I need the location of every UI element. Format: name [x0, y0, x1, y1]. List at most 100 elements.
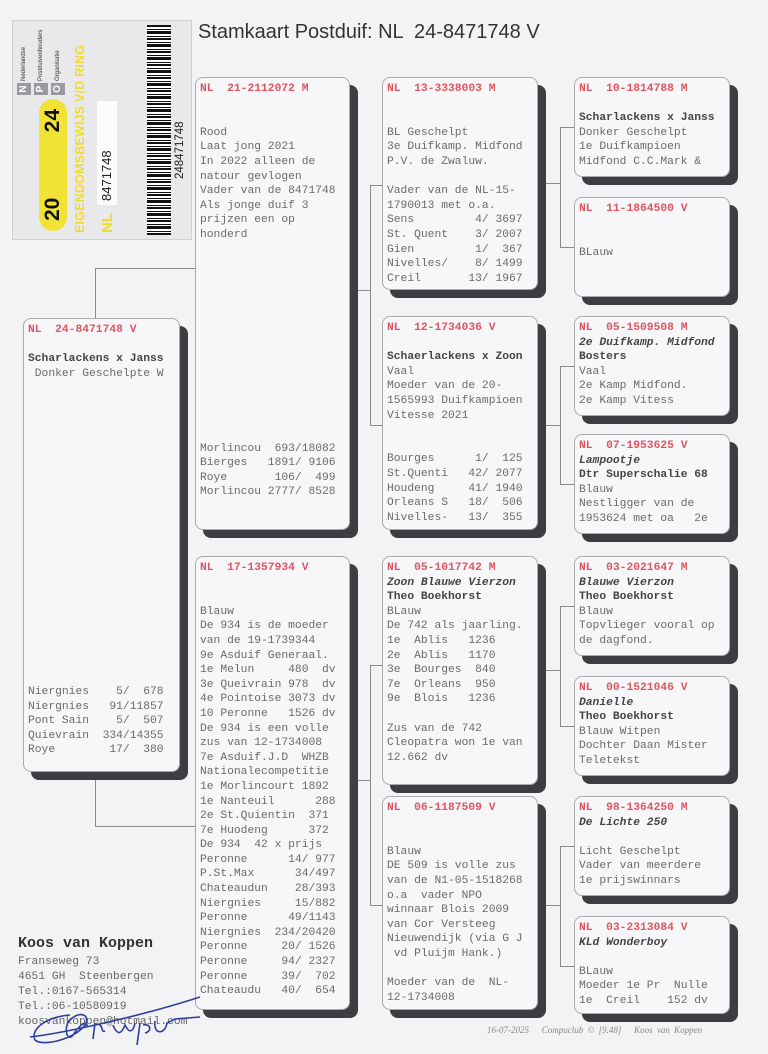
card-line: Moeder 1e Pr Nulle: [579, 980, 708, 993]
card-line: [387, 816, 533, 831]
card-line: Peronne 49/1143: [200, 912, 336, 925]
card-line: 1953624 met oa 2e: [579, 512, 708, 525]
card-line: Topvlieger vooral op: [579, 620, 715, 633]
card-line: Zoon Blauwe Vierzon: [387, 576, 516, 589]
card-line: [579, 830, 725, 845]
card-line: Chateaudun 28/393: [200, 883, 336, 896]
card-line: 1e Duifkampioen: [579, 141, 681, 154]
ring-number-header: NL 05-1017742 M: [387, 562, 496, 574]
card-line: Blauw: [200, 605, 234, 618]
card-line: Laat jong 2021: [200, 141, 295, 154]
ring-number-header: NL 05-1509508 M: [579, 322, 688, 334]
connector-line: [560, 127, 561, 247]
card-line: [200, 111, 345, 126]
card-line: Scharlackens x Janss: [28, 353, 164, 366]
card-line: 7e Orleans 950: [387, 678, 496, 691]
card-line: 1e Melun 480 dv: [200, 664, 336, 677]
card-line: [200, 576, 345, 591]
card-line: prijzen een op: [200, 214, 295, 227]
card-line: Licht Geschelpt: [579, 845, 681, 858]
card-line: Niergnies 15/882: [200, 897, 336, 910]
ring-number-header: NL 13-3338003 M: [387, 83, 496, 95]
card-line: 2e Kamp Vitess: [579, 394, 674, 407]
card-line: honderd: [200, 228, 248, 241]
connector-line: [370, 665, 371, 905]
card-line: van Cor Versteeg: [387, 918, 496, 931]
connector-line: [560, 846, 561, 966]
connector-line: [560, 484, 574, 485]
card-line: Creil 13/ 1967: [387, 272, 523, 285]
card-line: BLauw: [579, 246, 613, 259]
card-line: Peronne 94/ 2327: [200, 956, 336, 969]
ring-number-header: NL 17-1357934 V: [200, 562, 309, 574]
card-line: 12.662 dv: [387, 751, 449, 764]
card-line: Bosters: [579, 351, 627, 364]
card-line: Blauw Witpen: [579, 725, 661, 738]
card-line: Nivelles- 13/ 355: [387, 511, 523, 524]
connector-line: [560, 247, 574, 248]
connector-line: [560, 127, 574, 128]
connector-line: [370, 185, 371, 425]
card-line: [387, 170, 533, 185]
card-line: Chateaudu 40/ 654: [200, 985, 336, 998]
card-line: Donker Geschelpte W: [28, 367, 164, 380]
card-line: natour gevlogen: [200, 170, 302, 183]
card-line: Bierges 1891/ 9106: [200, 457, 336, 470]
connector-line: [560, 366, 561, 484]
card-line: Pont Sain 5/ 507: [28, 715, 164, 728]
card-line: Niergnies 5/ 678: [28, 686, 164, 699]
card-line: 7e Asduif.J.D WHZB: [200, 751, 329, 764]
card-line: [200, 97, 345, 112]
owner-mobile: Tel.:06-10580919: [18, 1001, 127, 1013]
card-line: KLd Wonderboy: [579, 936, 668, 949]
card-line: zus van 12-1734008: [200, 737, 323, 750]
card-line: Roye 17/ 380: [28, 744, 164, 757]
card-line: Peronne 39/ 702: [200, 970, 336, 983]
card-line: Nivelles/ 8/ 1499: [387, 258, 523, 271]
card-line: de dagfond.: [579, 634, 654, 647]
connector-line: [370, 425, 382, 426]
card-line: Morlincou 693/18082: [200, 442, 336, 455]
card-line: 3e Duifkamp. Midfond: [387, 141, 523, 154]
card-line: Vader van meerdere: [579, 860, 702, 873]
npo-line: Nederlandse: [21, 46, 27, 81]
card-line: 10 Peronne 1526 dv: [200, 707, 336, 720]
card-line: [579, 217, 725, 232]
card-line: [387, 707, 533, 722]
connector-line: [560, 366, 574, 367]
card-line: [579, 97, 725, 112]
card-line: BL Geschelpt: [387, 126, 469, 139]
card-line: Morlincou 2777/ 8528: [200, 486, 336, 499]
connector-line: [358, 780, 370, 781]
ring-year-right: 24: [41, 109, 64, 133]
card-line: Blauw: [387, 845, 421, 858]
ring-number: 8471748: [97, 101, 117, 205]
card-line: Schaerlackens x Zoon: [387, 351, 523, 364]
card-line: [200, 590, 345, 605]
connector-line: [95, 780, 96, 826]
card-line: BLauw: [387, 605, 421, 618]
card-line: Niergnies 234/20420: [200, 926, 336, 939]
card-line: Dtr Superschalie 68: [579, 469, 708, 482]
card-line: Niergnies 91/11857: [28, 700, 164, 713]
card-line: [579, 231, 725, 246]
card-line: [387, 830, 533, 845]
npo-line: Organisatie: [55, 50, 61, 81]
card-line: 1e Morlincourt 1892: [200, 780, 329, 793]
card-line: Moeder van de 20-: [387, 380, 503, 393]
card-line: [28, 338, 175, 353]
card-line: P.V. de Zwaluw.: [387, 155, 489, 168]
card-line: Nieuwendijk (via G J: [387, 933, 523, 946]
card-line: van de N1-05-1518268: [387, 874, 523, 887]
card-line: Quievrain 334/14355: [28, 729, 164, 742]
ring-number-header: NL 21-2112072 M: [200, 83, 309, 95]
card-line: 1790013 met o.a.: [387, 199, 496, 212]
card-line: 2e Kamp Midfond.: [579, 380, 688, 393]
